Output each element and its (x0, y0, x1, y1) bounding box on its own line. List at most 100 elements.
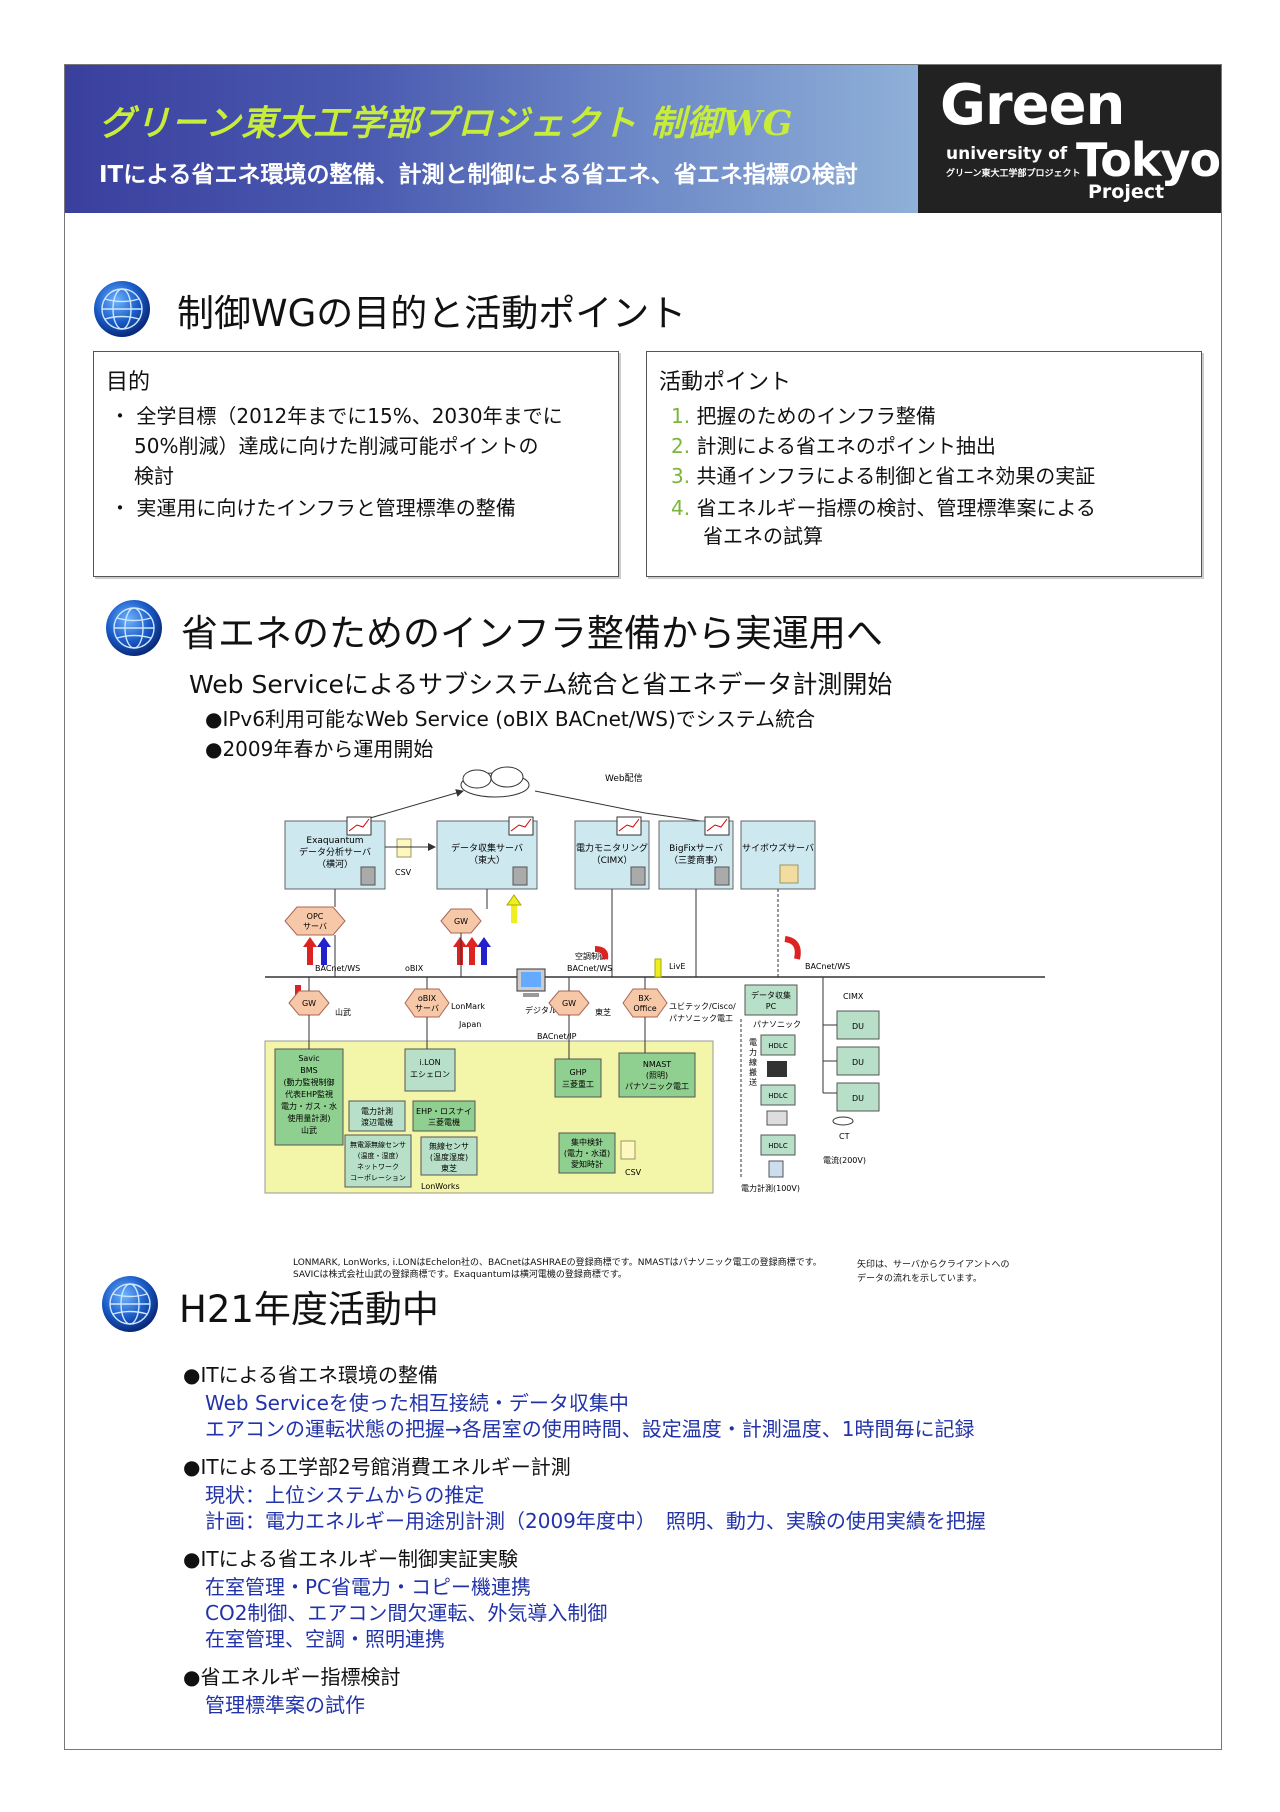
system-diagram: Web配信 Exaquantum データ分析サーバ （横河） データ収集サーバ … (264, 766, 1045, 1194)
activity-num: 1. (671, 404, 691, 428)
svg-text:無線センサ: 無線センサ (429, 1141, 469, 1151)
svg-text:（CIMX）: （CIMX） (592, 855, 633, 866)
device-icon (768, 1160, 784, 1178)
ehp-box: EHP・ロスナイ 三菱電機 (412, 1100, 476, 1132)
svg-text:渡辺電機: 渡辺電機 (361, 1117, 393, 1127)
activity-item: 1. 把握のためのインフラ整備 (671, 400, 936, 429)
activity-group-line: 在室管理・PC省電力・コピー機連携 (205, 1575, 532, 1599)
server-power-monitoring: 電力モニタリング （CIMX） (574, 820, 650, 890)
svg-text:GHP: GHP (569, 1068, 586, 1077)
svg-text:(温度・湿度): (温度・湿度) (358, 1151, 399, 1160)
purpose-line: 検討 (134, 464, 174, 488)
svg-text:パナソニック電工: パナソニック電工 (625, 1082, 689, 1091)
gw-toshiba-hex: GW 東芝 (548, 990, 611, 1017)
svg-text:エシェロン: エシェロン (410, 1070, 450, 1079)
japan-label: Japan (458, 1020, 481, 1029)
svg-text:oBIX: oBIX (418, 994, 437, 1003)
activity-title: 活動ポイント (659, 370, 792, 395)
central-meter-box: 集中検針 (電力・水道) 愛知時計 (558, 1132, 616, 1174)
svg-text:（横河）: （横河） (317, 858, 353, 870)
svg-text:ネットワーク: ネットワーク (357, 1163, 399, 1171)
ct-label: CT (839, 1132, 850, 1141)
plc-char: 電 (749, 1038, 757, 1047)
activity-group-line: CO2制御、エアコン間欠運転、外気導入制御 (205, 1601, 608, 1625)
purpose-line: ・ 全学目標（2012年までに15%、2030年までに (110, 404, 563, 428)
svg-text:DU: DU (852, 1022, 864, 1031)
purpose-box: 目的 ・ 全学目標（2012年までに15%、2030年までに 50%削減）達成に… (93, 351, 619, 577)
activity-group-line: 在室管理、空調・照明連携 (205, 1627, 445, 1651)
svg-text:データ収集サーバ: データ収集サーバ (451, 842, 523, 854)
server-cybozu: サイボウズサーバ (740, 820, 816, 890)
svg-text:（東大）: （東大） (469, 854, 505, 866)
current-label: 電流(200V) (823, 1155, 866, 1165)
svg-text:無電源無線センサ: 無電源無線センサ (350, 1140, 406, 1149)
svg-text:GW: GW (454, 917, 468, 926)
web-label: Web配信 (605, 772, 643, 784)
livee-label: LivE (669, 962, 685, 971)
arrow-note: データの流れを示しています。 (857, 1274, 982, 1284)
svg-text:BX-: BX- (638, 994, 652, 1003)
activity-group-line: 現状：上位システムからの推定 (205, 1483, 485, 1507)
activity-num: 3. (671, 464, 691, 488)
activity-group-line: 管理標準案の試作 (205, 1693, 365, 1717)
activity-item: 2. 計測による省エネのポイント抽出 (671, 430, 996, 459)
globe-icon (106, 600, 162, 656)
activity-num: 2. (671, 434, 691, 458)
svg-text:コーポレーション: コーポレーション (350, 1174, 406, 1182)
savic-bms: Savic BMS (動力監視制御 代表EHP監視 電力・ガス・水 使用量計測)… (274, 1048, 344, 1146)
activity-group-line: Web Serviceを使った相互接続・データ収集中 (205, 1391, 629, 1415)
bacnet-ws-label-3: BACnet/WS (805, 962, 850, 971)
nmast-box: NMAST (照明) パナソニック電工 (618, 1052, 696, 1098)
data-collection-pc: データ収集 PC (744, 984, 798, 1016)
plc-char: 搬 (749, 1067, 757, 1077)
panasonic-label: パナソニック (753, 1020, 801, 1029)
svg-text:(動力監視制御: (動力監視制御 (283, 1077, 334, 1087)
svg-text:OPC: OPC (307, 912, 324, 921)
svg-text:サーバ: サーバ (415, 1004, 439, 1013)
svg-text:BMS: BMS (300, 1066, 317, 1075)
svg-text:GW: GW (562, 999, 576, 1008)
gw-yamatake-hex: GW 山武 (288, 990, 351, 1017)
server-data-collection: データ収集サーバ （東大） (436, 820, 538, 890)
opc-server-hex: OPC サーバ (284, 906, 346, 936)
svg-text:Office: Office (633, 1004, 656, 1013)
activity-group-line: 計画：電力エネルギー用途別計測（2009年度中） 照明、動力、実験の使用実績を把… (205, 1509, 986, 1533)
bx-office-hex: BX- Office (622, 988, 668, 1018)
svg-text:東芝: 東芝 (595, 1007, 611, 1017)
plc-char: 線 (749, 1057, 757, 1067)
activity-box: 活動ポイント 1. 把握のためのインフラ整備 2. 計測による省エネのポイント抽… (646, 351, 1202, 577)
lonworks-label: LonWorks (421, 1182, 460, 1191)
du-box: DU (836, 1082, 880, 1112)
svg-text:（三菱商事）: （三菱商事） (669, 854, 723, 866)
svg-text:東芝: 東芝 (441, 1163, 457, 1173)
cimx-label: CIMX (843, 992, 864, 1001)
svg-text:愛知時計: 愛知時計 (571, 1159, 603, 1169)
logo-tokyo: Tokyo (1076, 133, 1221, 187)
gw-hex-top: GW (440, 908, 482, 934)
toshiba-sensor-box: 無線センサ (温度湿度) 東芝 (420, 1136, 478, 1176)
svg-text:電力モニタリング: 電力モニタリング (576, 842, 648, 854)
purpose-line: ・ 実運用に向けたインフラと管理標準の整備 (110, 496, 516, 520)
globe-icon (102, 1276, 158, 1332)
svg-text:三菱重工: 三菱重工 (562, 1079, 594, 1089)
activity-group-title: ●ITによる省エネルギー制御実証実験 (183, 1547, 518, 1571)
hdlc-box: HDLC (760, 1134, 796, 1156)
svg-text:DU: DU (852, 1094, 864, 1103)
activity-item-cont: 省エネの試算 (703, 524, 823, 548)
bx-vendor-2: パナソニック電工 (669, 1014, 733, 1023)
svg-text:集中検針: 集中検針 (571, 1137, 603, 1147)
trademark-note: SAVICは株式会社山武の登録商標です。Exaquantumは横河電機の登録商標… (293, 1270, 627, 1280)
activity-group-title: ●ITによる省エネ環境の整備 (183, 1363, 438, 1387)
purpose-line: 50%削減）達成に向けた削減可能ポイントの (134, 434, 539, 458)
activity-item: 4. 省エネルギー指標の検討、管理標準案による (671, 492, 1096, 521)
activity-text: 計測による省エネのポイント抽出 (696, 434, 996, 458)
lonmark-label: LonMark (451, 1002, 485, 1011)
monitor-icon (516, 968, 546, 997)
activity-group-title: ●ITによる工学部2号館消費エネルギー計測 (183, 1455, 571, 1479)
infra-subtitle: Web Serviceによるサブシステム統合と省エネデータ計測開始 (189, 670, 893, 699)
du-box: DU (836, 1010, 880, 1040)
power100-label: 電力計測(100V) (741, 1183, 800, 1193)
svg-text:山武: 山武 (301, 1125, 317, 1135)
purpose-title: 目的 (106, 370, 151, 395)
svg-text:Savic: Savic (298, 1054, 319, 1063)
